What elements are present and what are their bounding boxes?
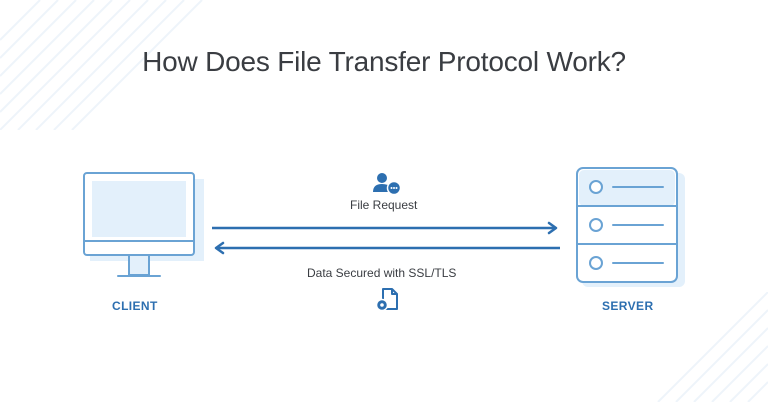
server-label: SERVER xyxy=(602,299,654,313)
transfer-arrows xyxy=(212,221,560,255)
data-secured-label: Data Secured with SSL/TLS xyxy=(307,266,457,280)
file-request-label: File Request xyxy=(350,198,418,212)
desktop-monitor-icon xyxy=(83,172,204,277)
client-label: CLIENT xyxy=(112,299,158,313)
background-stripes-bottom-right xyxy=(657,292,768,402)
diagram-title: How Does File Transfer Protocol Work? xyxy=(142,46,626,77)
user-settings-icon xyxy=(373,173,402,196)
response-arrow xyxy=(214,241,560,255)
request-arrow xyxy=(212,221,558,235)
secure-file-icon xyxy=(375,288,398,312)
server-rack-icon xyxy=(576,167,685,287)
